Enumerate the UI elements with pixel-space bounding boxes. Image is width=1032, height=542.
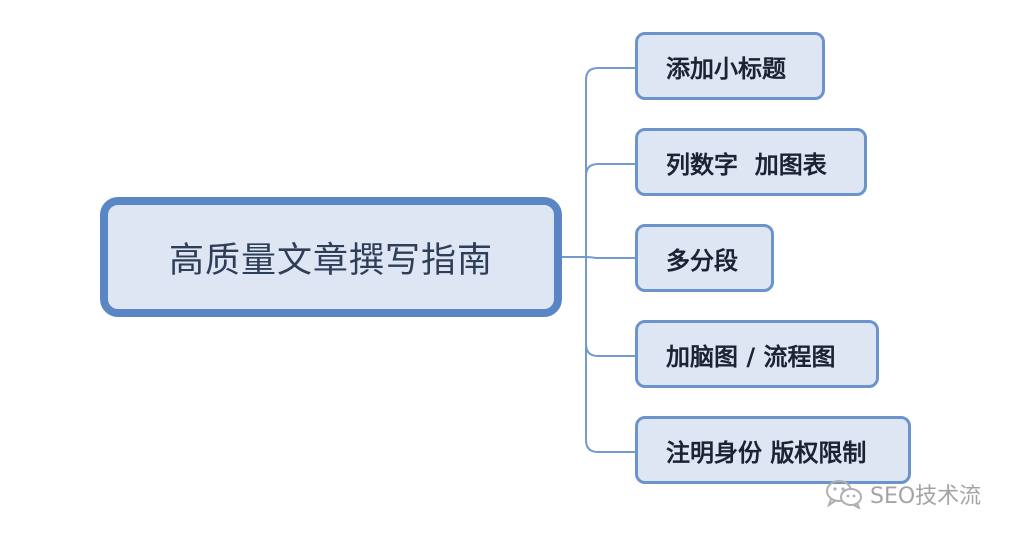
connector-root-to-spine xyxy=(562,256,635,259)
connector-branch-5 xyxy=(585,439,635,453)
branch-node-4: 加脑图 / 流程图 xyxy=(635,320,879,388)
watermark-text: SEO技术流 xyxy=(870,484,982,509)
wechat-icon xyxy=(826,480,862,509)
connector-branch-1 xyxy=(585,67,635,81)
branch-node-label: 加脑图 / 流程图 xyxy=(666,342,836,371)
connector-branch-2 xyxy=(585,163,635,177)
watermark: SEO技术流 xyxy=(824,478,981,510)
branch-node-1: 添加小标题 xyxy=(635,32,825,100)
root-node-label: 高质量文章撰写指南 xyxy=(168,240,493,281)
branch-node-5: 注明身份 版权限制 xyxy=(635,416,911,484)
branch-node-3: 多分段 xyxy=(635,224,774,292)
branch-node-label: 列数字 加图表 xyxy=(666,150,827,179)
connector-branch-4 xyxy=(585,343,635,357)
root-node: 高质量文章撰写指南 xyxy=(100,197,562,317)
branch-node-2: 列数字 加图表 xyxy=(635,128,867,196)
branch-node-label: 多分段 xyxy=(666,246,738,275)
branch-node-label: 添加小标题 xyxy=(666,54,786,83)
branch-node-label: 注明身份 版权限制 xyxy=(666,438,867,467)
